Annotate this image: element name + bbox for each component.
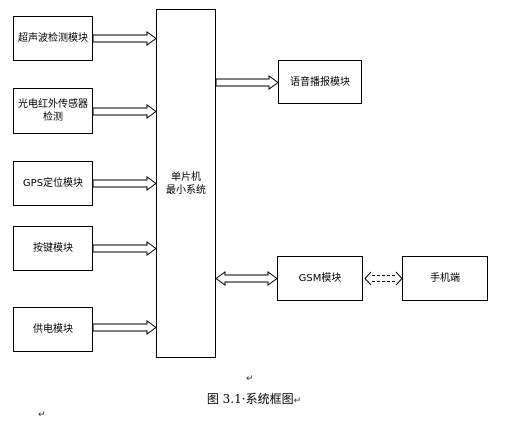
infrared-sensor-label-line2: 检测 — [43, 112, 63, 123]
mcu-minimum-system-box: 单片机 最小系统 — [156, 9, 216, 358]
keys-module-box: 按键模块 — [13, 226, 93, 271]
arrow-mcu-gsm-bidirectional — [215, 271, 278, 286]
caption-return-mark: ↵ — [293, 396, 302, 406]
phone-box: 手机端 — [402, 256, 488, 301]
arrow-power-to-mcu — [92, 320, 157, 335]
power-module-label: 供电模块 — [33, 324, 73, 335]
gsm-module-label: GSM模块 — [298, 273, 342, 284]
gsm-module-box: GSM模块 — [277, 256, 363, 301]
infrared-sensor-box: 光电红外传感器 检测 — [13, 88, 93, 134]
figure-caption-text: 图 3.1·系统框图 — [206, 392, 294, 406]
phone-label: 手机端 — [430, 273, 460, 284]
arrow-mcu-to-voice — [215, 75, 279, 90]
figure-caption: 图 3.1·系统框图↵ — [0, 390, 508, 407]
paragraph-mark-above-caption: ↵ — [246, 374, 254, 384]
mcu-label-line2: 最小系统 — [166, 184, 206, 196]
arrow-ultrasonic-to-mcu — [92, 31, 157, 46]
arrow-gps-to-mcu — [92, 176, 157, 191]
infrared-sensor-label-line1: 光电红外传感器 — [18, 99, 88, 110]
keys-module-label: 按键模块 — [33, 243, 73, 254]
voice-module-box: 语音播报模块 — [278, 60, 362, 104]
gps-module-label: GPS定位模块 — [22, 178, 84, 189]
ultrasonic-module-label: 超声波检测模块 — [18, 33, 88, 44]
voice-module-label: 语音播报模块 — [290, 76, 350, 88]
mcu-label-line1: 单片机 — [171, 171, 201, 183]
power-module-box: 供电模块 — [13, 307, 93, 352]
paragraph-mark-bottom-left: ↵ — [38, 410, 46, 420]
arrow-gsm-phone-wireless — [364, 271, 403, 286]
ultrasonic-module-box: 超声波检测模块 — [13, 16, 93, 61]
gps-module-box: GPS定位模块 — [13, 161, 93, 206]
arrow-infrared-to-mcu — [92, 104, 157, 119]
arrow-keys-to-mcu — [92, 241, 157, 256]
